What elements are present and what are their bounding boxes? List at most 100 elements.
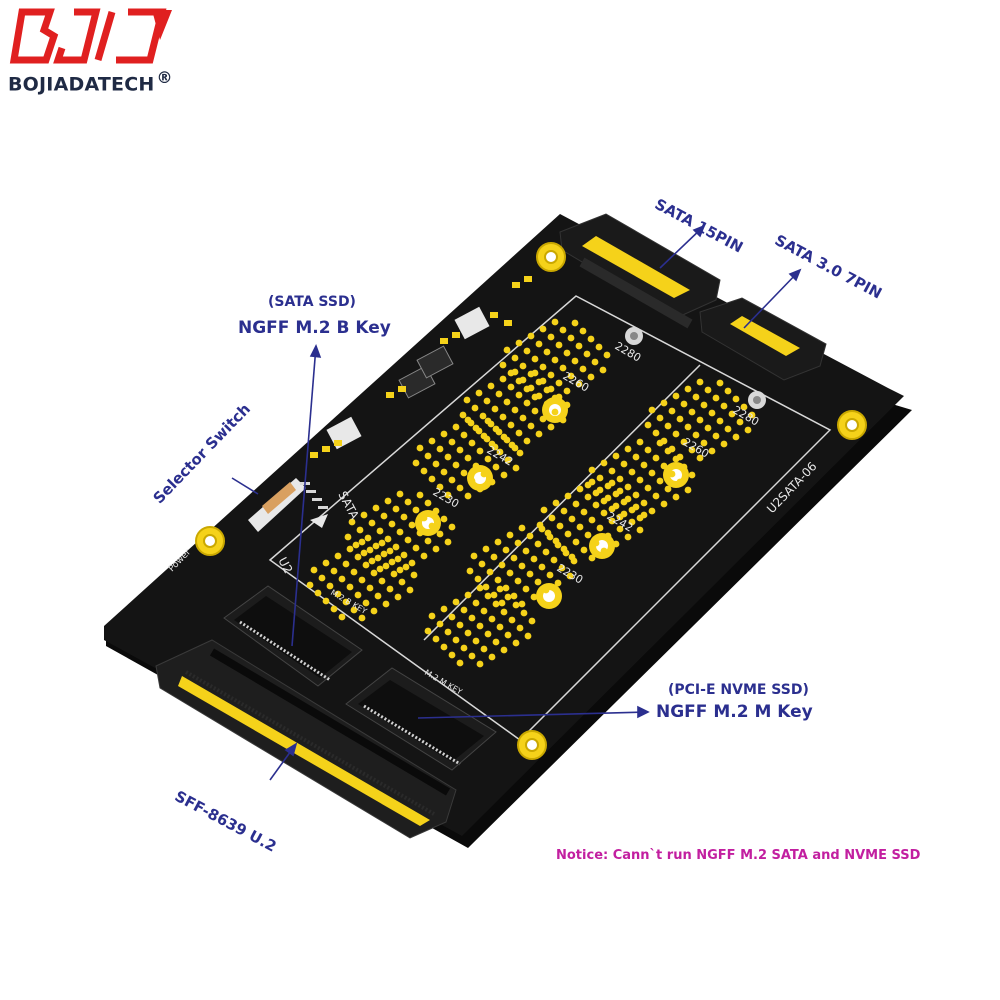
gold-dot	[596, 524, 604, 532]
gold-dot	[567, 334, 575, 342]
gold-dot	[534, 578, 542, 586]
gold-dot	[632, 491, 640, 499]
gold-dot	[551, 408, 559, 416]
gold-dot	[567, 372, 575, 380]
gold-dot	[380, 550, 388, 558]
gold-dot	[410, 571, 418, 579]
gold-dot	[436, 530, 444, 538]
gold-dot	[732, 395, 740, 403]
gold-dot	[680, 438, 688, 446]
gold-dot	[368, 519, 376, 527]
gold-dot	[412, 459, 420, 467]
gold-dot	[724, 387, 732, 395]
gold-dot	[436, 620, 444, 628]
gold-dot	[516, 449, 524, 457]
gold-dot	[498, 599, 506, 607]
gold-dot	[612, 452, 620, 460]
gold-dot	[372, 504, 380, 512]
gold-dot	[380, 512, 388, 520]
gold-dot	[572, 538, 580, 546]
gold-dot	[608, 517, 616, 525]
gold-dot	[432, 635, 440, 643]
gold-dot	[452, 598, 460, 606]
pcb-board	[104, 214, 904, 836]
gold-dot	[547, 333, 555, 341]
gold-dot	[476, 660, 484, 668]
gold-dot	[368, 557, 376, 565]
gold-dot	[542, 586, 550, 594]
gold-dot	[496, 448, 504, 456]
gold-dot	[492, 600, 500, 608]
gold-dot	[424, 627, 432, 635]
gold-dot	[334, 590, 342, 598]
gold-dot	[412, 544, 420, 552]
gold-dot	[512, 639, 520, 647]
gold-dot	[704, 386, 712, 394]
gold-dot	[406, 586, 414, 594]
gold-dot	[688, 408, 696, 416]
gold-dot	[516, 624, 524, 632]
gold-dot	[656, 439, 664, 447]
gold-dot	[378, 577, 386, 585]
gold-dot	[530, 593, 538, 601]
gold-dot	[672, 392, 680, 400]
gold-dot	[562, 549, 570, 557]
gold-dot	[400, 551, 408, 559]
gold-dot	[527, 384, 535, 392]
gold-dot	[644, 484, 652, 492]
gold-dot	[522, 585, 530, 593]
gold-dot	[506, 569, 514, 577]
gold-dot	[416, 529, 424, 537]
gold-dot	[588, 478, 596, 486]
gold-dot	[484, 417, 492, 425]
gold-dot	[496, 623, 504, 631]
gold-dot	[596, 474, 604, 482]
gold-dot	[522, 547, 530, 555]
gold-dot	[392, 543, 400, 551]
gold-dot	[539, 415, 547, 423]
gold-dot	[684, 423, 692, 431]
gold-dot	[624, 533, 632, 541]
gold-dot	[366, 546, 374, 554]
gold-dot	[483, 397, 491, 405]
gold-dot	[716, 417, 724, 425]
gold-dot	[640, 511, 648, 519]
gold-dot	[440, 605, 448, 613]
gold-dot	[538, 525, 546, 533]
gold-dot	[342, 598, 350, 606]
brand-logo: BOJIADATECH®	[0, 0, 210, 95]
gold-dot	[531, 407, 539, 415]
gold-dot	[720, 440, 728, 448]
gold-dot	[616, 487, 624, 495]
gold-dot	[511, 406, 519, 414]
gold-dot	[488, 653, 496, 661]
gold-dot	[468, 477, 476, 485]
gold-dot	[540, 506, 548, 514]
gold-dot	[440, 468, 448, 476]
gold-dot	[492, 463, 500, 471]
gold-dot	[620, 460, 628, 468]
gold-dot	[728, 410, 736, 418]
gold-dot	[523, 399, 531, 407]
gold-dot	[555, 341, 563, 349]
gold-dot	[720, 402, 728, 410]
gold-dot	[314, 589, 322, 597]
gold-dot	[595, 343, 603, 351]
gold-dot	[624, 445, 632, 453]
gold-dot	[724, 425, 732, 433]
gold-dot	[616, 475, 624, 483]
gold-dot	[676, 415, 684, 423]
gold-dot	[547, 385, 555, 393]
gold-dot	[420, 552, 428, 560]
gold-dot	[636, 526, 644, 534]
gold-dot	[376, 565, 384, 573]
gold-dot	[432, 507, 440, 515]
gold-dot	[588, 516, 596, 524]
gold-dot	[571, 319, 579, 327]
gold-dot	[696, 454, 704, 462]
gold-dot	[492, 638, 500, 646]
gold-dot	[732, 433, 740, 441]
gold-dot	[356, 526, 364, 534]
gold-dot	[551, 318, 559, 326]
gold-dot	[459, 411, 467, 419]
